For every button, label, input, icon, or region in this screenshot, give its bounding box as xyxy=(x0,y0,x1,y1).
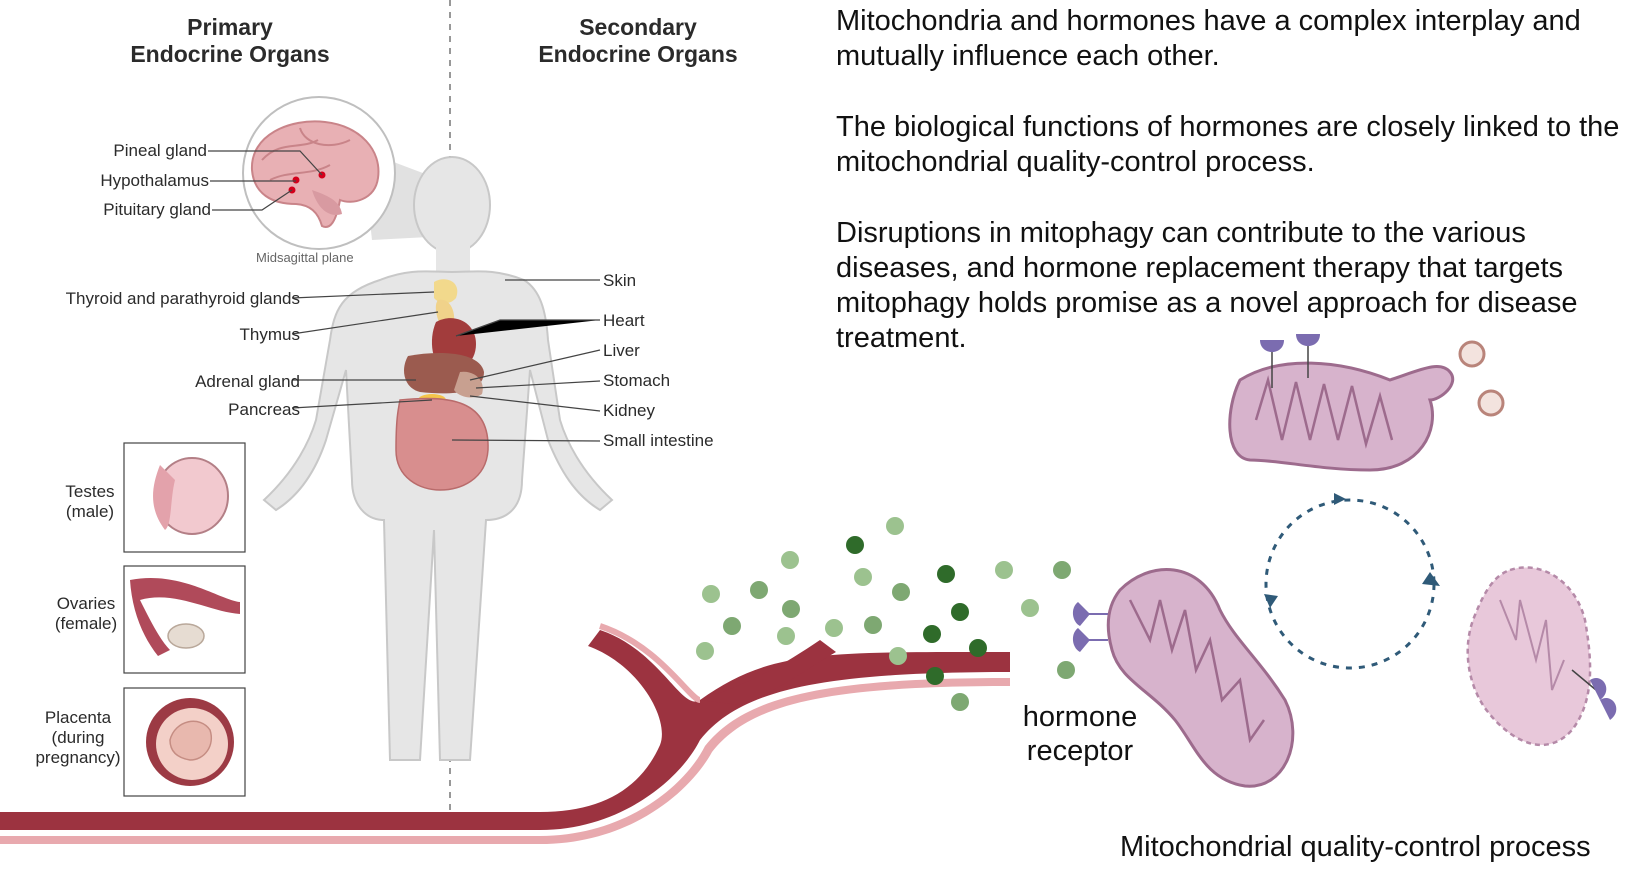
thyroid-label: Thyroid and parathyroid glands xyxy=(65,289,300,308)
hypothalamus-dot xyxy=(292,176,300,184)
ovaries-label: Ovaries (female) xyxy=(54,594,118,633)
liver-label: Liver xyxy=(603,341,640,360)
testes-label: Testes (male) xyxy=(65,482,115,521)
kidney-label: Kidney xyxy=(603,401,655,420)
mitochondrion-receptor xyxy=(1072,568,1295,788)
quality-control-caption: Mitochondrial quality-control process xyxy=(1120,831,1591,863)
right-leaders xyxy=(451,279,601,442)
brain-inset xyxy=(208,96,448,250)
paragraph-mitophagy: Disruptions in mitophagy can contribute … xyxy=(836,217,1578,354)
small-intestine xyxy=(395,397,489,491)
hypothalamus-label: Hypothalamus xyxy=(100,171,209,190)
midsagittal-plane-label: Midsagittal plane xyxy=(256,250,354,265)
heart-label: Heart xyxy=(603,311,645,330)
secondary-organs-title: Secondary Endocrine Organs xyxy=(538,14,738,67)
pancreas-label: Pancreas xyxy=(228,400,300,419)
stomach-label: Stomach xyxy=(603,371,671,390)
mitochondrion-degraded xyxy=(1466,566,1617,747)
quality-control-cycle xyxy=(1264,498,1436,670)
pituitary-gland-label: Pituitary gland xyxy=(103,200,211,219)
left-leaders xyxy=(291,291,439,409)
primary-organs-title: Primary Endocrine Organs xyxy=(130,14,330,67)
blood-vessel xyxy=(0,623,1010,844)
thyroid xyxy=(434,279,458,304)
hormone-molecules xyxy=(696,517,1075,711)
mitochondrion-top xyxy=(1228,334,1505,472)
paragraph-interplay: Mitochondria and hormones have a complex… xyxy=(836,5,1581,72)
paragraph-functions: The biological functions of hormones are… xyxy=(836,111,1620,178)
human-body xyxy=(262,156,614,761)
adrenal-gland-label: Adrenal gland xyxy=(195,372,300,391)
placenta-label: Placenta (during pregnancy) xyxy=(35,708,121,767)
pineal-gland-label: Pineal gland xyxy=(113,141,207,160)
skin-label: Skin xyxy=(603,271,637,290)
thymus-label: Thymus xyxy=(239,325,300,344)
hormone-receptor-label: hormone receptor xyxy=(1022,701,1138,767)
side-boxes xyxy=(123,442,246,797)
small-intestine-label: Small intestine xyxy=(603,431,714,450)
